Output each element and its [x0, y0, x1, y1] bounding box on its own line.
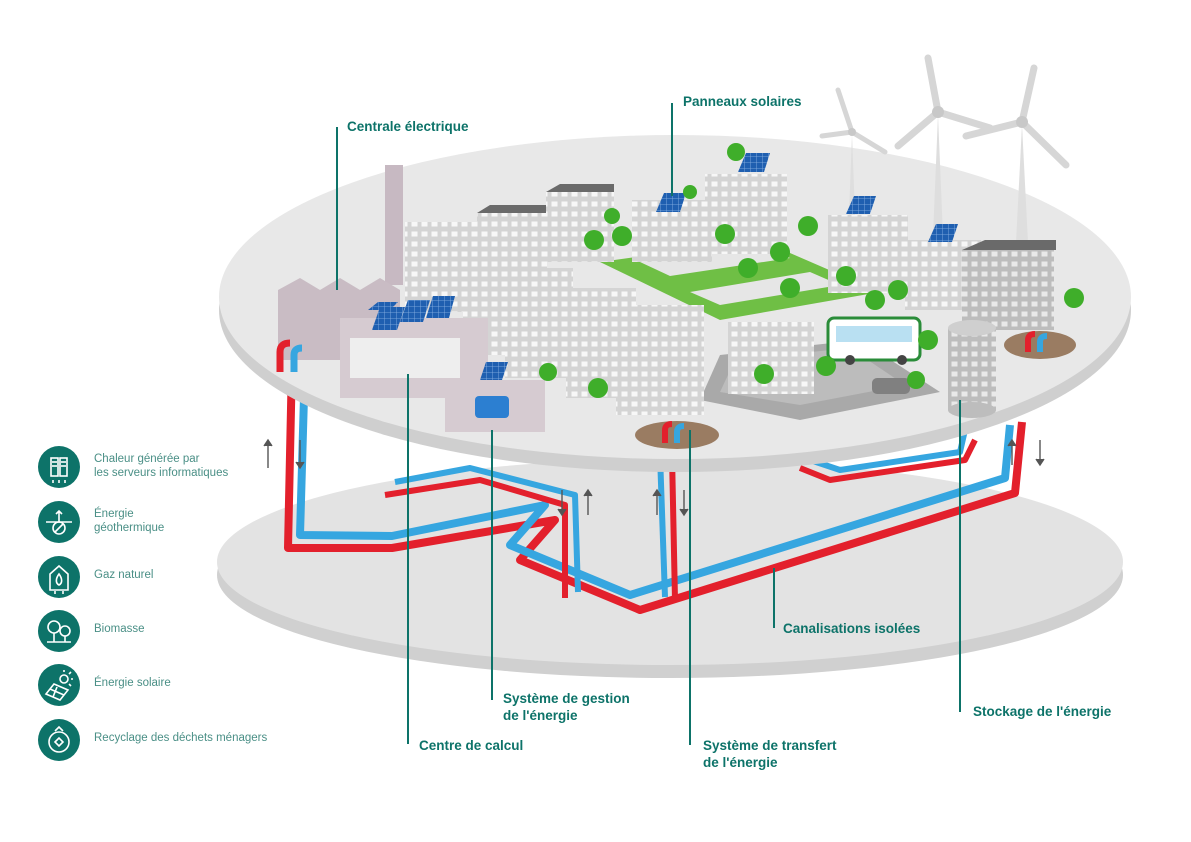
pipe-network	[284, 361, 1026, 614]
callout-energy-storage: Stockage de l'énergie	[973, 704, 1112, 719]
legend-item-biomass: Biomasse	[38, 610, 278, 654]
legend-label-biomass: Biomasse	[94, 623, 145, 635]
wind-turbines	[819, 54, 1070, 262]
callout-energy-transfer-line1: Système de transfert	[703, 738, 837, 753]
legend-item-geothermal: Énergie géothermique	[38, 501, 278, 545]
solar-energy-icon	[38, 664, 80, 706]
callout-energy-management-line2: de l'énergie	[503, 708, 578, 723]
legend-item-solar-energy: Énergie solaire	[38, 664, 278, 708]
callout-insulated-pipes: Canalisations isolées	[783, 621, 921, 636]
flow-arrows	[263, 438, 1045, 517]
hot-pipe	[284, 361, 1026, 614]
callout-solar-panels: Panneaux solaires	[683, 94, 802, 109]
legend-label-geothermal-line1: Énergie	[94, 508, 134, 520]
legend-label-waste-recycling: Recyclage des déchets ménagers	[94, 732, 268, 744]
callout-energy-transfer: Système de transfert de l'énergie	[703, 737, 837, 771]
callout-energy-management: Système de gestion de l'énergie	[503, 690, 630, 724]
trees	[539, 143, 1084, 398]
legend-label-geothermal-line2: géothermique	[94, 522, 165, 534]
waste-recycling-icon	[38, 719, 80, 761]
callout-energy-transfer-line2: de l'énergie	[703, 755, 778, 770]
callout-data-center: Centre de calcul	[419, 738, 524, 753]
legend-item-server-heat: Chaleur générée par les serveurs informa…	[38, 446, 278, 490]
legend-item-natural-gas: Gaz naturel	[38, 556, 278, 600]
solar-panel-arrays	[368, 153, 958, 380]
legend-label-server-heat-line1: Chaleur générée par	[94, 453, 200, 465]
legend-label-server-heat-line2: les serveurs informatiques	[94, 467, 229, 479]
legend-label-natural-gas: Gaz naturel	[94, 569, 154, 581]
server-heat-icon	[38, 446, 80, 488]
legend-item-waste-recycling: Recyclage des déchets ménagers	[38, 719, 278, 763]
pipe-risers	[276, 331, 1048, 443]
leader-lines	[336, 103, 961, 745]
callout-power-plant: Centrale électrique	[347, 119, 469, 134]
legend-label-solar-energy: Énergie solaire	[94, 677, 171, 689]
geothermal-icon	[38, 501, 80, 543]
callout-energy-management-line1: Système de gestion	[503, 691, 630, 706]
buildings	[278, 165, 1076, 449]
natural-gas-icon	[38, 556, 80, 598]
biomass-icon	[38, 610, 80, 652]
cold-pipe	[296, 361, 1014, 599]
